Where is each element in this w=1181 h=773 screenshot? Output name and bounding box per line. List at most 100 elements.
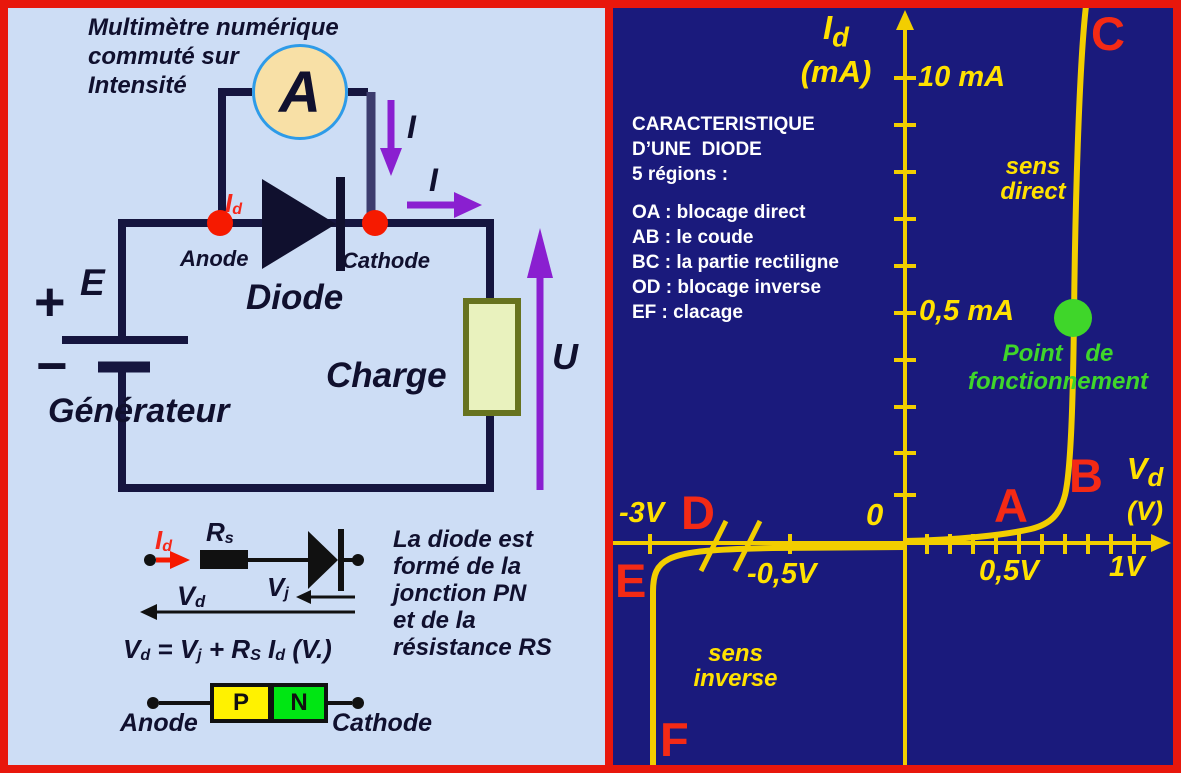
point-c: C xyxy=(1091,8,1125,60)
operating-point-label: Point de fonctionnement xyxy=(943,340,1173,396)
n-region: N xyxy=(270,683,328,723)
model-right-terminal xyxy=(352,554,364,566)
vd-axis-label-unit: (V) xyxy=(1127,496,1163,527)
model-rs-label: Rs xyxy=(206,517,234,548)
point-a: A xyxy=(994,479,1028,532)
pn-cathode-dot xyxy=(352,697,364,709)
anode-label: Anode xyxy=(180,246,249,271)
point-f: F xyxy=(660,713,689,765)
sens-direct-line1: sens xyxy=(1005,153,1061,180)
model-diode-triangle xyxy=(308,531,338,589)
current-label-out: I xyxy=(429,162,438,198)
ammeter: A xyxy=(252,44,348,140)
info-region-bc: BC : la partie rectiligne xyxy=(632,252,839,273)
meter-caption-line1: Multimètre numérique xyxy=(88,14,339,41)
charge-resistor xyxy=(463,298,521,416)
pn-anode-label: Anode xyxy=(120,709,198,737)
point-b: B xyxy=(1069,449,1103,502)
diode-label: Diode xyxy=(246,278,344,317)
vd-axis-label-symbol: Vd xyxy=(1126,451,1164,493)
model-vj-label: Vj xyxy=(267,572,289,603)
diode-note-line4: et de la xyxy=(393,607,476,634)
cathode-label: Cathode xyxy=(342,248,430,273)
forward-curve xyxy=(904,8,1089,544)
model-id-arrow-head xyxy=(170,551,190,569)
id-axis-label: Id (mA) xyxy=(771,11,901,89)
sens-inverse-line2: inverse xyxy=(693,665,778,692)
vd-axis-ticks xyxy=(648,534,1136,554)
current-label-top: I xyxy=(407,109,416,145)
id-label: Id xyxy=(225,188,243,219)
current-arrow-down-head xyxy=(380,148,402,176)
vd-axis-arrow-head xyxy=(1151,534,1171,552)
axes xyxy=(613,24,1157,765)
diode-note-line5: résistance RS xyxy=(393,634,552,661)
id-axis-label-unit: (mA) xyxy=(800,53,872,89)
battery-plus: + xyxy=(34,272,66,332)
point-e: E xyxy=(615,554,647,607)
info-region-od: OD : blocage inverse xyxy=(632,277,822,298)
diode-note-line2: formé de la xyxy=(393,553,522,580)
p-region: P xyxy=(210,683,272,723)
operating-point-dot xyxy=(1054,299,1092,337)
tick-m05v: -0,5V xyxy=(747,558,817,590)
circuit-panel: Multimètre numérique commuté sur Intensi… xyxy=(8,8,605,765)
voltage-label: U xyxy=(552,336,578,377)
tick-1v: 1V xyxy=(1109,551,1145,583)
diode-note-line1: La diode est xyxy=(393,526,534,553)
chart-info: CARACTERISTIQUE D’UNE DIODE 5 régions : … xyxy=(632,112,839,325)
id-axis-label-symbol: Id xyxy=(823,9,849,53)
curve-drawing xyxy=(613,8,1171,765)
voltage-arrow-up-head xyxy=(527,228,553,278)
cathode-dot xyxy=(362,210,388,236)
model-diode-bar xyxy=(338,529,344,591)
point-d: D xyxy=(681,486,715,539)
model-formula: Vd = Vj + RS Id (V.) xyxy=(123,634,332,665)
diode-note: La diode est formé de la jonction PN et … xyxy=(393,526,552,661)
model-left-terminal xyxy=(144,554,156,566)
meter-caption-line3: Intensité xyxy=(88,72,187,99)
tick-05v: 0,5V xyxy=(979,555,1039,587)
info-region-oa: OA : blocage direct xyxy=(632,202,806,223)
tick-05ma: 0,5 mA xyxy=(919,295,1015,327)
diode-cathode-bar xyxy=(336,177,345,271)
battery-minus: − xyxy=(36,336,68,396)
diode-note-line3: jonction PN xyxy=(393,580,527,607)
diode-triangle xyxy=(262,179,336,269)
info-region-ef: EF : clacage xyxy=(632,302,743,323)
sens-direct-line2: direct xyxy=(1000,178,1066,205)
operating-point-line2: fonctionnement xyxy=(968,368,1148,395)
battery-emf-label: E xyxy=(80,262,105,303)
info-title-line1: CARACTERISTIQUE xyxy=(632,114,815,135)
sens-inverse-label: sens inverse xyxy=(658,641,813,691)
model-id-label: Id xyxy=(155,525,173,556)
chart-panel: Id (mA) CARACTERISTIQUE D’UNE DIODE 5 ré… xyxy=(613,8,1173,765)
sens-direct-label: sens direct xyxy=(978,154,1088,204)
pn-cathode-label: Cathode xyxy=(332,709,432,737)
vd-axis-label: Vd (V) xyxy=(1113,452,1173,528)
info-regions-heading: 5 régions : xyxy=(632,164,729,185)
tick-10ma: 10 mA xyxy=(918,61,1006,93)
generator-label: Générateur xyxy=(48,392,230,430)
vj-arrow-head xyxy=(296,590,311,604)
tick-m3v: -3V xyxy=(619,497,665,529)
id-axis-arrow-head xyxy=(896,10,914,30)
sens-inverse-line1: sens xyxy=(708,640,763,667)
id-axis-ticks xyxy=(894,76,916,497)
meter-caption: Multimètre numérique commuté sur Intensi… xyxy=(88,13,339,100)
charge-label: Charge xyxy=(326,356,447,395)
anode-dot xyxy=(207,210,233,236)
info-region-ab: AB : le coude xyxy=(632,227,754,248)
operating-point-line1: Point de xyxy=(1002,340,1114,367)
current-arrow-right-head xyxy=(454,192,482,218)
vd-arrow-head xyxy=(140,604,157,620)
model-rs-resistor xyxy=(200,550,248,569)
ammeter-label: A xyxy=(279,59,321,125)
circuit-drawing xyxy=(62,88,553,709)
meter-caption-line2: commuté sur xyxy=(88,43,239,70)
origin-label: 0 xyxy=(866,497,884,532)
info-title-line2: D’UNE DIODE xyxy=(632,139,762,160)
reverse-curve xyxy=(650,544,906,765)
model-vd-label: Vd xyxy=(177,581,206,612)
